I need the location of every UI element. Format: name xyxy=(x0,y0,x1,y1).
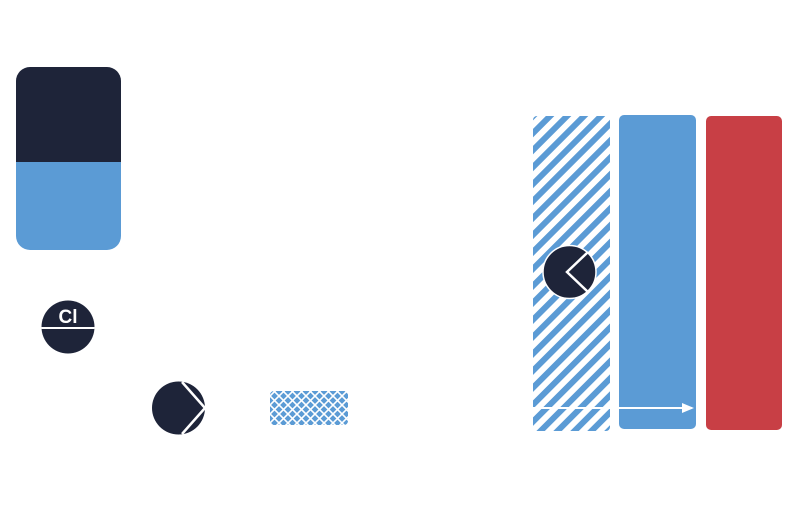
swatch-bottom-blue xyxy=(16,162,121,250)
chlorine-label: Cl xyxy=(59,307,78,328)
swatch-top-navy xyxy=(16,67,121,163)
column-red xyxy=(706,116,782,430)
column-molecule-icon xyxy=(542,244,597,300)
pacman-molecule-icon xyxy=(152,381,207,435)
split-block-icon xyxy=(16,67,121,250)
crosshatch-pattern-icon xyxy=(270,391,348,425)
column-blue xyxy=(619,115,696,429)
chlorine-atom-icon: Cl xyxy=(41,300,95,354)
